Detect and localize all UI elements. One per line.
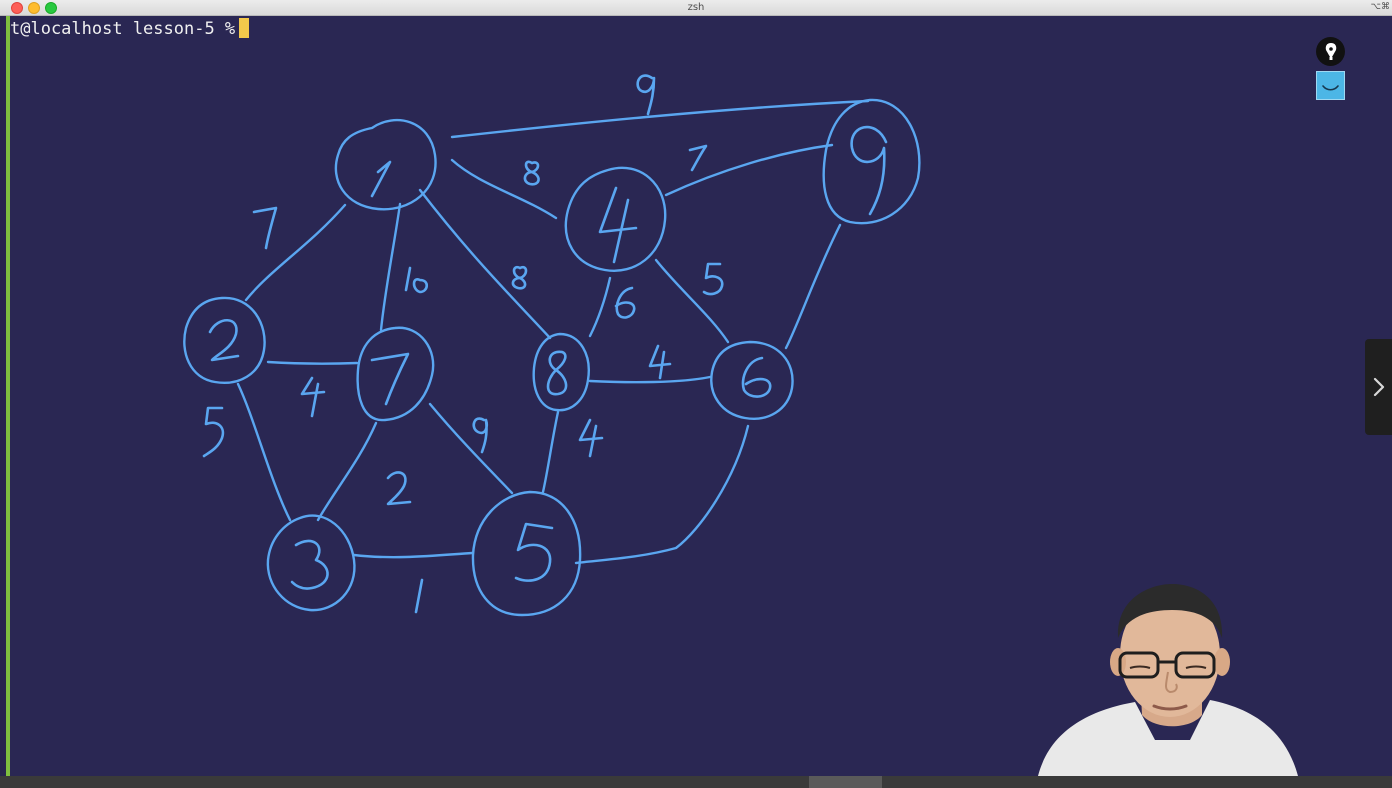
edge-1-8 bbox=[418, 188, 552, 340]
weight-8-5 bbox=[578, 418, 604, 458]
node-3-circle bbox=[266, 514, 356, 612]
weight-4-6 bbox=[702, 262, 724, 296]
edge-4-9 bbox=[664, 143, 834, 197]
graph-edge-weights bbox=[202, 74, 724, 614]
weight-4-9 bbox=[688, 144, 708, 172]
node-5-label bbox=[514, 522, 554, 582]
terminal-prompt: t@localhost lesson-5 % bbox=[10, 19, 236, 39]
minimize-window-button[interactable] bbox=[28, 2, 40, 14]
window-shortcut-indicator: ⌥⌘ bbox=[1370, 2, 1390, 12]
node-2-label bbox=[208, 318, 240, 362]
edge-4-6 bbox=[654, 258, 730, 344]
node-2-circle bbox=[183, 296, 266, 384]
window-left-edge bbox=[0, 16, 6, 776]
weight-1-8 bbox=[511, 265, 528, 290]
pen-tool-button[interactable] bbox=[1316, 37, 1345, 66]
maximize-window-button[interactable] bbox=[45, 2, 57, 14]
weight-1-9 bbox=[636, 74, 656, 116]
node-9-circle bbox=[822, 98, 921, 225]
node-4-label bbox=[598, 186, 638, 264]
edge-4-8 bbox=[588, 276, 612, 338]
window-title: zsh bbox=[687, 2, 705, 13]
node-1-label bbox=[370, 160, 392, 198]
terminal-cursor bbox=[239, 18, 250, 38]
node-8-circle bbox=[532, 332, 590, 412]
edge-8-6 bbox=[588, 375, 712, 384]
edge-7-3 bbox=[316, 421, 378, 522]
edge-1-9 bbox=[450, 99, 870, 139]
edge-7-5 bbox=[428, 402, 514, 495]
horizontal-scrollbar-track[interactable] bbox=[0, 776, 1392, 788]
edge-1-2 bbox=[244, 203, 347, 302]
next-slide-button[interactable] bbox=[1365, 339, 1392, 435]
node-6-label bbox=[741, 356, 772, 398]
graph-node-labels bbox=[208, 125, 888, 590]
node-3-label bbox=[290, 539, 329, 590]
terminal-prompt-line[interactable]: t@localhost lesson-5 % bbox=[10, 18, 250, 40]
node-1-circle bbox=[334, 118, 437, 211]
presenter-webcam bbox=[1030, 580, 1310, 776]
weight-2-3 bbox=[202, 406, 225, 458]
screen-tool-button[interactable] bbox=[1316, 71, 1345, 100]
node-4-circle bbox=[564, 166, 667, 272]
weight-1-2 bbox=[252, 206, 278, 250]
weight-3-5 bbox=[414, 578, 424, 614]
edge-1-7 bbox=[379, 202, 402, 332]
close-window-button[interactable] bbox=[11, 2, 23, 14]
chevron-right-icon bbox=[1373, 377, 1384, 397]
weight-8-6 bbox=[648, 344, 672, 380]
node-9-label bbox=[850, 125, 888, 216]
edge-6-5 bbox=[574, 424, 750, 565]
node-7-circle bbox=[356, 326, 435, 422]
node-7-label bbox=[370, 352, 410, 406]
screen-smile-icon bbox=[1322, 85, 1339, 91]
node-8-label bbox=[546, 350, 568, 396]
weight-7-3 bbox=[386, 471, 412, 506]
pen-nib-icon bbox=[1325, 42, 1336, 60]
graph-edges bbox=[236, 99, 870, 565]
node-6-circle bbox=[710, 340, 794, 420]
edge-8-5 bbox=[541, 410, 560, 494]
horizontal-scrollbar-thumb[interactable] bbox=[809, 776, 882, 788]
window-accent-bar bbox=[6, 16, 10, 776]
edge-9-6 bbox=[784, 223, 842, 350]
weight-1-4 bbox=[523, 160, 540, 186]
edge-2-7 bbox=[266, 360, 359, 365]
weight-2-7 bbox=[300, 376, 326, 418]
node-5-circle bbox=[471, 490, 582, 617]
graph-nodes bbox=[183, 98, 921, 617]
weight-4-8 bbox=[614, 286, 636, 319]
weight-1-7 bbox=[404, 266, 429, 294]
edge-1-4 bbox=[450, 158, 558, 220]
weight-7-5 bbox=[472, 417, 489, 454]
edge-3-5 bbox=[352, 551, 474, 559]
edge-2-3 bbox=[236, 382, 292, 522]
window-titlebar[interactable]: zsh ⌥⌘ bbox=[0, 0, 1392, 16]
